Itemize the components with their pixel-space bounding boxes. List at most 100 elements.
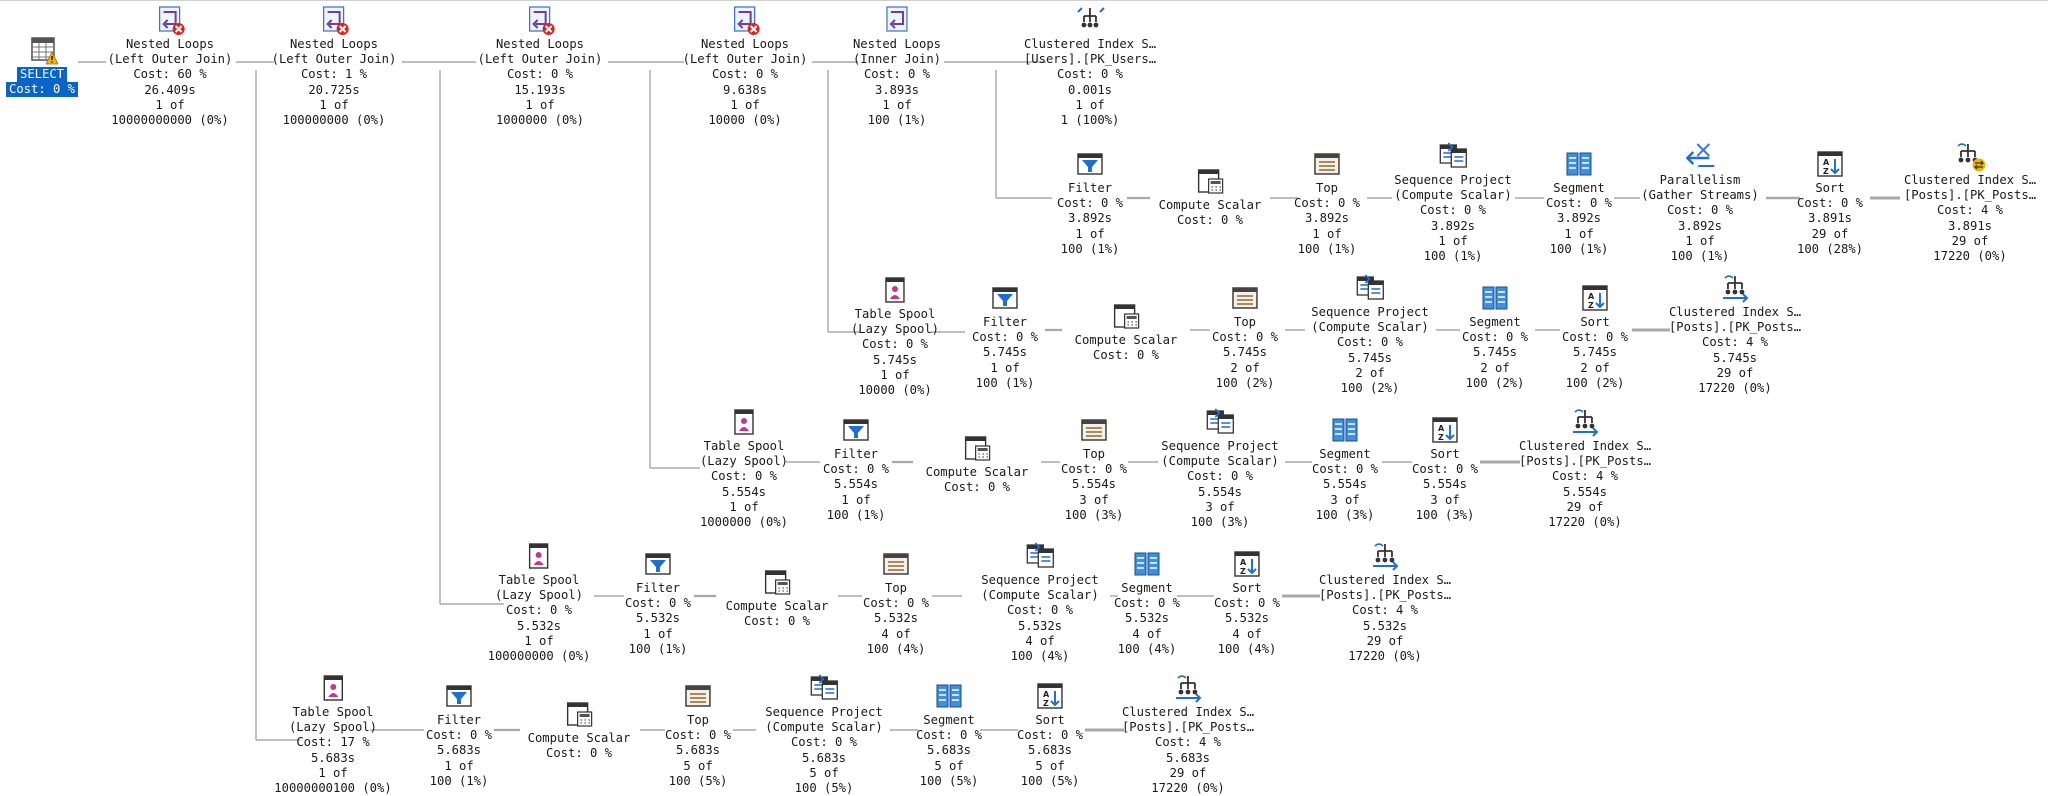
plan-operator-r5-seq[interactable]: Sequence Project(Compute Scalar)Cost: 0 …	[765, 672, 883, 796]
operator-text-line: 5.683s	[801, 750, 847, 765]
operator-text-line: 5 of	[934, 758, 964, 773]
operator-text-line: 5.554s	[1562, 484, 1608, 499]
plan-operator-ci-users[interactable]: Clustered Index S…[Users].[PK_Users…Cost…	[1024, 4, 1156, 128]
operator-text-line: Compute Scalar	[1158, 198, 1262, 212]
sort-icon: A Z	[1429, 414, 1461, 446]
operator-text-line: 5 of	[683, 758, 713, 773]
operator-text-line: 100 (5%)	[1020, 773, 1080, 788]
operator-text-line: 1 of	[444, 758, 474, 773]
operator-text-line: [Users].[PK_Users…	[1023, 52, 1157, 67]
sequence-project-icon	[1354, 272, 1386, 304]
plan-operator-r1-par[interactable]: Parallelism(Gather Streams)Cost: 0 %3.89…	[1641, 140, 1759, 264]
plan-operator-nl4[interactable]: Nested Loops(Left Outer Join)Cost: 0 %9.…	[683, 4, 807, 128]
operator-text-line: 2 of	[1580, 360, 1610, 375]
clustered-index-scan-parallel-icon	[1954, 140, 1986, 172]
operator-text-line: 5.745s	[1572, 345, 1618, 360]
top-icon	[682, 680, 714, 712]
svg-text:A: A	[1043, 690, 1050, 699]
clustered-index-scan-icon	[1369, 540, 1401, 572]
operator-text-line: (Compute Scalar)	[1311, 320, 1429, 335]
plan-operator-nl2[interactable]: Nested Loops(Left Outer Join)Cost: 1 %20…	[271, 4, 397, 128]
plan-operator-r2-ci[interactable]: Clustered Index S…[Posts].[PK_Posts…Cost…	[1669, 272, 1801, 396]
operator-text-line: 100 (4%)	[1117, 641, 1177, 656]
operator-text-line: Compute Scalar	[527, 731, 631, 745]
operator-text-line: 100 (5%)	[668, 773, 728, 788]
operator-text-line: 5.554s	[1322, 477, 1368, 492]
operator-text-line: (Left Outer Join)	[271, 52, 397, 67]
plan-operator-r4-ci[interactable]: Clustered Index S…[Posts].[PK_Posts…Cost…	[1319, 540, 1451, 664]
operator-text-line: 5.532s	[1362, 618, 1408, 633]
plan-operator-r1-ci[interactable]: Clustered Index S…[Posts].[PK_Posts…Cost…	[1904, 140, 2036, 264]
operator-text-line: 100 (1%)	[429, 773, 489, 788]
operator-text-line: Table Spool	[703, 439, 785, 453]
operator-text-line: Cost: 4 %	[1701, 335, 1769, 350]
operator-text-line: 4 of	[1232, 626, 1262, 641]
operator-text-line: 100 (3%)	[1315, 507, 1375, 522]
operator-text-line: 5.683s	[436, 743, 482, 758]
operator-text-line: Table Spool	[292, 705, 374, 719]
segment-icon	[1479, 282, 1511, 314]
table-spool-icon	[317, 672, 349, 704]
operator-text-line: Top	[686, 713, 710, 727]
operator-text-line: Cost: 4 %	[1351, 603, 1419, 618]
plan-operator-r1-seq[interactable]: Sequence Project(Compute Scalar)Cost: 0 …	[1394, 140, 1512, 264]
operator-text-line: 1 of	[524, 633, 554, 648]
plan-operator-nl1[interactable]: Nested Loops(Left Outer Join)Cost: 60 %2…	[107, 4, 233, 128]
operator-text-line: 5.683s	[926, 743, 972, 758]
operator-text-line: 9.638s	[722, 82, 768, 97]
plan-operator-r3-seq[interactable]: Sequence Project(Compute Scalar)Cost: 0 …	[1161, 406, 1279, 530]
plan-operator-r3-ci[interactable]: Clustered Index S…[Posts].[PK_Posts…Cost…	[1519, 406, 1651, 530]
operator-text-line: 100 (1%)	[867, 113, 927, 128]
plan-operator-r5-ci[interactable]: Clustered Index S…[Posts].[PK_Posts…Cost…	[1122, 672, 1254, 796]
operator-text-line: 5 of	[1035, 758, 1065, 773]
operator-text-line: Cost: 0 %	[624, 596, 692, 611]
plan-operator-r2-seq[interactable]: Sequence Project(Compute Scalar)Cost: 0 …	[1311, 272, 1429, 396]
operator-text-line: Cost: 4 %	[1154, 735, 1222, 750]
compute-scalar-icon	[563, 698, 595, 730]
plan-operator-r4-seq[interactable]: Sequence Project(Compute Scalar)Cost: 0 …	[981, 540, 1099, 664]
operator-text-line: Nested Loops	[700, 37, 790, 51]
operator-text-line: 1 of	[155, 97, 185, 112]
operator-text-line: Nested Loops	[495, 37, 585, 51]
operator-text-line: 3.892s	[1304, 211, 1350, 226]
sort-icon: A Z	[1814, 148, 1846, 180]
operator-text-line: 100 (3%)	[1064, 507, 1124, 522]
operator-text-line: (Left Outer Join)	[107, 52, 233, 67]
operator-text-line: 5.532s	[1017, 618, 1063, 633]
plan-operator-nl3[interactable]: Nested Loops(Left Outer Join)Cost: 0 %15…	[478, 4, 602, 128]
operator-text-line: Cost: 0 %	[1336, 335, 1404, 350]
operator-text-line: Cost: 0 %	[425, 728, 493, 743]
